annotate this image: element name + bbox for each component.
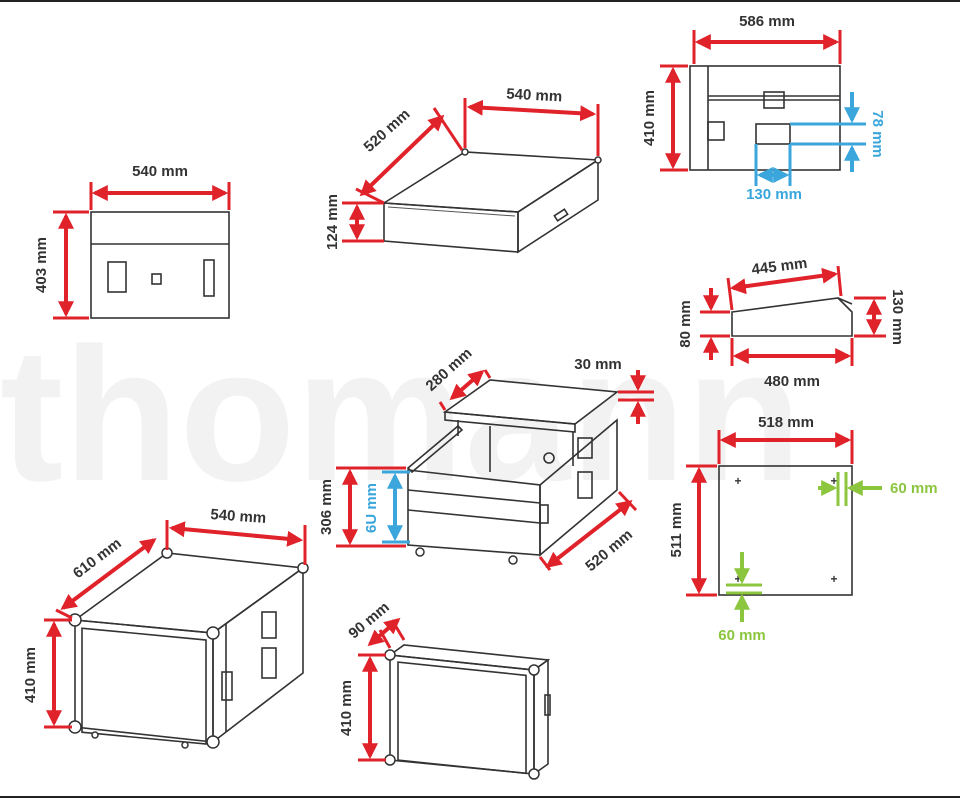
side-view: 586 mm 410 mm 78 mm 130 mm	[641, 13, 886, 203]
panel-height-label: 511 mm	[668, 502, 685, 557]
svg-text:+: +	[830, 572, 837, 586]
lid-height-label: 124 mm	[324, 194, 341, 250]
lid-depth-label: 520 mm	[361, 106, 414, 156]
lid-front-height-label: 410 mm	[338, 680, 355, 736]
panel-inset-bottom-label: 60 mm	[718, 627, 766, 644]
open-rack-label: 6U mm	[363, 483, 380, 533]
svg-text:+: +	[830, 474, 837, 488]
lid-view: 540 mm 520 mm 124 mm	[324, 86, 602, 254]
side-handle-height-label: 78 mm	[869, 110, 886, 158]
wedge-top-label: 445 mm	[751, 255, 809, 279]
lid-width-label: 540 mm	[506, 86, 563, 106]
wedge-bottom-label: 480 mm	[764, 373, 820, 390]
open-top-thickness-label: 30 mm	[574, 356, 622, 373]
lid-front-depth-label: 90 mm	[345, 599, 392, 643]
side-height-label: 410 mm	[641, 90, 658, 146]
panel-width-label: 518 mm	[758, 414, 814, 431]
rack-case-view: 540 mm 610 mm 410 mm	[22, 506, 309, 749]
panel-view: + + + + 518 mm 511 mm 60 mm 60 mm	[668, 414, 938, 644]
wedge-left-label: 80 mm	[677, 300, 694, 348]
front-height-label: 403 mm	[33, 237, 50, 293]
svg-text:+: +	[734, 474, 741, 488]
wedge-right-label: 130 mm	[889, 289, 906, 345]
panel-inset-right-label: 60 mm	[890, 480, 938, 497]
rack-width-label: 540 mm	[210, 506, 267, 527]
side-width-label: 586 mm	[739, 13, 795, 30]
wedge-view: 445 mm 480 mm 80 mm 130 mm	[677, 255, 906, 390]
front-closed-view: 540 mm 403 mm	[33, 163, 231, 320]
front-width-label: 540 mm	[132, 163, 188, 180]
open-height-label: 306 mm	[318, 479, 335, 535]
rack-depth-label: 610 mm	[70, 535, 125, 582]
front-lid-view: 90 mm 410 mm	[338, 599, 551, 780]
side-handle-width-label: 130 mm	[746, 186, 802, 203]
rack-height-label: 410 mm	[22, 647, 39, 703]
